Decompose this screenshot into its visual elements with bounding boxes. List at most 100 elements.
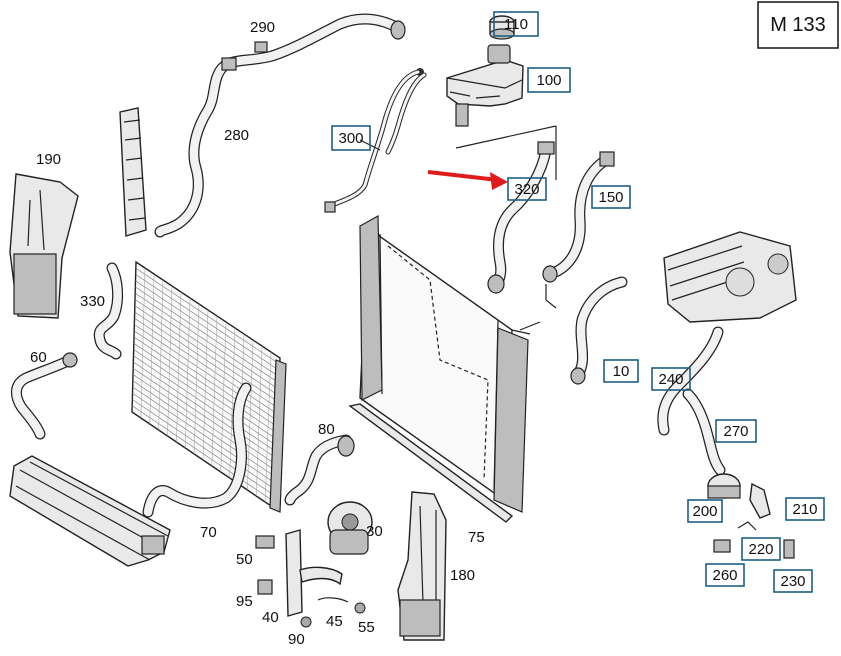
callout-230: 230 bbox=[773, 569, 813, 593]
callout-text-230: 230 bbox=[780, 573, 805, 590]
callout-text-30: 30 bbox=[366, 523, 383, 540]
coolant-hose-320 bbox=[487, 141, 555, 294]
pump-mounting-bracket bbox=[255, 529, 366, 628]
coolant-hose-10 bbox=[570, 276, 628, 385]
callout-75: 75 bbox=[468, 529, 485, 546]
callout-330: 330 bbox=[80, 293, 105, 310]
callout-text-60: 60 bbox=[30, 349, 47, 366]
callout-240: 240 bbox=[651, 367, 691, 391]
callout-text-90: 90 bbox=[288, 631, 305, 648]
callout-10: 10 bbox=[603, 359, 639, 383]
callout-text-45: 45 bbox=[326, 613, 343, 630]
callout-110: 110 bbox=[493, 11, 539, 37]
callout-box-200 bbox=[687, 499, 723, 523]
callout-text-180: 180 bbox=[450, 567, 475, 584]
callout-box-260 bbox=[705, 563, 745, 587]
callout-box-110 bbox=[493, 11, 539, 37]
callout-box-150 bbox=[591, 185, 631, 209]
callout-text-330: 330 bbox=[80, 293, 105, 310]
air-duct-bracket bbox=[9, 173, 79, 319]
callout-55: 55 bbox=[358, 619, 375, 636]
callout-box-300 bbox=[331, 125, 371, 151]
coolant-hose-240 bbox=[657, 326, 724, 436]
callout-text-70: 70 bbox=[200, 524, 217, 541]
highlight-arrow bbox=[427, 170, 508, 190]
coolant-hose-270 bbox=[682, 388, 726, 476]
callout-text-260: 260 bbox=[712, 567, 737, 584]
callout-box-10 bbox=[603, 359, 639, 383]
callout-text-210: 210 bbox=[792, 501, 817, 518]
callout-180: 180 bbox=[450, 567, 475, 584]
charge-air-cooler bbox=[9, 455, 171, 567]
coolant-hose-150 bbox=[542, 151, 615, 283]
model-code-text: M 133 bbox=[770, 14, 826, 36]
callout-text-75: 75 bbox=[468, 529, 485, 546]
callout-text-280: 280 bbox=[224, 127, 249, 144]
sensor-210 bbox=[749, 482, 771, 519]
callout-200: 200 bbox=[687, 499, 723, 523]
callout-labels: 110 100 290 280 300 190 320 150 330 60 10 240 270 80 7… bbox=[30, 11, 825, 648]
callout-text-190: 190 bbox=[36, 151, 61, 168]
callout-280: 280 bbox=[224, 127, 249, 144]
callout-text-290: 290 bbox=[250, 19, 275, 36]
callout-text-200: 200 bbox=[692, 503, 717, 520]
callout-text-10: 10 bbox=[613, 363, 630, 380]
callout-220: 220 bbox=[741, 537, 781, 561]
bolt-230 bbox=[783, 539, 795, 559]
callout-30: 30 bbox=[366, 523, 383, 540]
callout-box-230 bbox=[773, 569, 813, 593]
coolant-hose-70 bbox=[142, 382, 252, 518]
callout-text-240: 240 bbox=[658, 371, 683, 388]
callout-text-320: 320 bbox=[514, 181, 539, 198]
expansion-tank bbox=[416, 44, 524, 127]
callout-text-150: 150 bbox=[598, 189, 623, 206]
callout-80: 80 bbox=[318, 421, 335, 438]
sensor-220 bbox=[737, 521, 757, 531]
callout-box-210 bbox=[785, 497, 825, 521]
charge-air-hose-left bbox=[11, 352, 78, 440]
callout-100: 100 bbox=[527, 67, 571, 93]
model-code-badge: M 133 bbox=[757, 1, 839, 49]
callout-box-100 bbox=[527, 67, 571, 93]
air-guide-panel bbox=[397, 491, 447, 641]
transmission-oil-cooler bbox=[119, 107, 147, 237]
callout-270: 270 bbox=[715, 419, 757, 443]
callout-box-240 bbox=[651, 367, 691, 391]
callout-text-300: 300 bbox=[338, 130, 363, 147]
heat-exchanger bbox=[663, 231, 797, 323]
callout-90: 90 bbox=[288, 631, 305, 648]
callout-text-55: 55 bbox=[358, 619, 375, 636]
radiator bbox=[359, 214, 529, 513]
callout-box-320 bbox=[507, 177, 547, 201]
callout-text-270: 270 bbox=[723, 423, 748, 440]
callout-260: 260 bbox=[705, 563, 745, 587]
callout-text-95: 95 bbox=[236, 593, 253, 610]
vent-line bbox=[324, 69, 427, 213]
callout-290: 290 bbox=[250, 19, 275, 36]
callout-text-50: 50 bbox=[236, 551, 253, 568]
callout-95: 95 bbox=[236, 593, 253, 610]
auxiliary-water-pump bbox=[327, 501, 373, 555]
callout-box-270 bbox=[715, 419, 757, 443]
callout-text-220: 220 bbox=[748, 541, 773, 558]
callout-150: 150 bbox=[591, 185, 631, 209]
callout-60: 60 bbox=[30, 349, 47, 366]
callout-box-220 bbox=[741, 537, 781, 561]
condenser bbox=[131, 260, 287, 513]
callout-50: 50 bbox=[236, 551, 253, 568]
callout-text-80: 80 bbox=[318, 421, 335, 438]
screw-260 bbox=[713, 539, 731, 553]
callout-text-100: 100 bbox=[536, 72, 561, 89]
radiator-seal-strip bbox=[348, 403, 514, 523]
callout-45: 45 bbox=[326, 613, 343, 630]
callout-40: 40 bbox=[262, 609, 279, 626]
callout-text-110: 110 bbox=[504, 16, 528, 33]
callout-300: 300 bbox=[331, 125, 371, 151]
coolant-hose-80 bbox=[284, 434, 355, 506]
callout-70: 70 bbox=[200, 524, 217, 541]
callout-190: 190 bbox=[36, 151, 61, 168]
radiator-upper-hose bbox=[154, 13, 406, 238]
coolant-thermostat-valve bbox=[707, 473, 741, 499]
callout-text-40: 40 bbox=[262, 609, 279, 626]
